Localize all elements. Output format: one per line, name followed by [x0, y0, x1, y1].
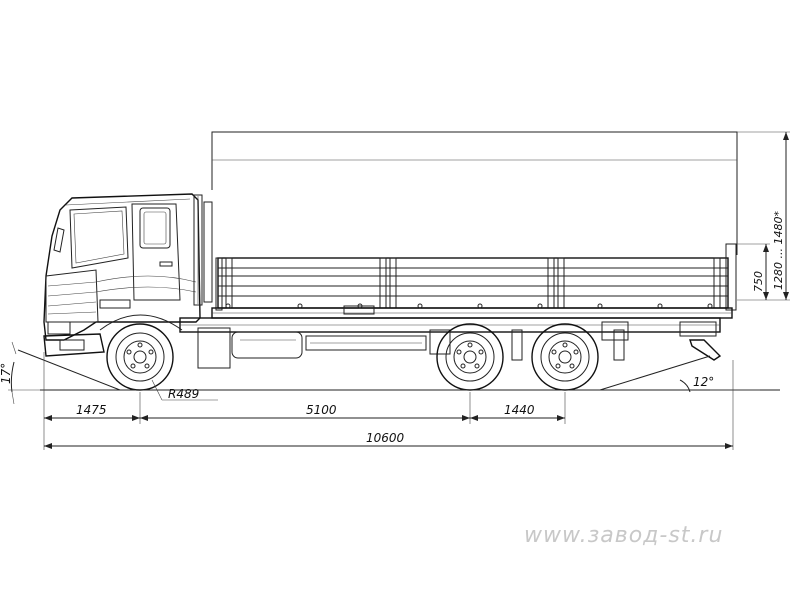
chassis-frame — [179, 317, 722, 369]
wheel-radius-callout: R489 — [151, 379, 218, 401]
dimension-row-1: 1475 5100 1440 — [43, 352, 734, 450]
overall-length-label: 10600 — [366, 431, 405, 445]
departure-angle-label: 12° — [693, 375, 714, 389]
rear-wheel-2 — [531, 323, 599, 391]
side-height-label: 750 — [752, 271, 765, 292]
approach-angle-label: 17° — [0, 363, 13, 384]
approach-angle: 17° — [0, 341, 121, 405]
truck-cab — [43, 193, 201, 357]
cargo-envelope — [211, 131, 738, 255]
dimension-vertical: 750 1280 ... 1480* — [737, 131, 790, 301]
site-watermark: www.завод-st.ru — [524, 523, 723, 548]
departure-angle: 12° — [599, 355, 760, 393]
wheelbase-label: 5100 — [306, 403, 337, 417]
platform-height-label: 1280 ... 1480* — [772, 211, 785, 290]
front-overhang-label: 1475 — [76, 403, 107, 417]
front-wheel — [106, 323, 174, 391]
tandem-spacing-label: 1440 — [504, 403, 535, 417]
rear-wheel-1 — [436, 323, 504, 391]
dimension-overall-length: 10600 — [44, 431, 733, 449]
wheel-radius-label: R489 — [168, 387, 199, 401]
exhaust-stack — [193, 194, 213, 306]
cargo-platform — [211, 243, 737, 319]
